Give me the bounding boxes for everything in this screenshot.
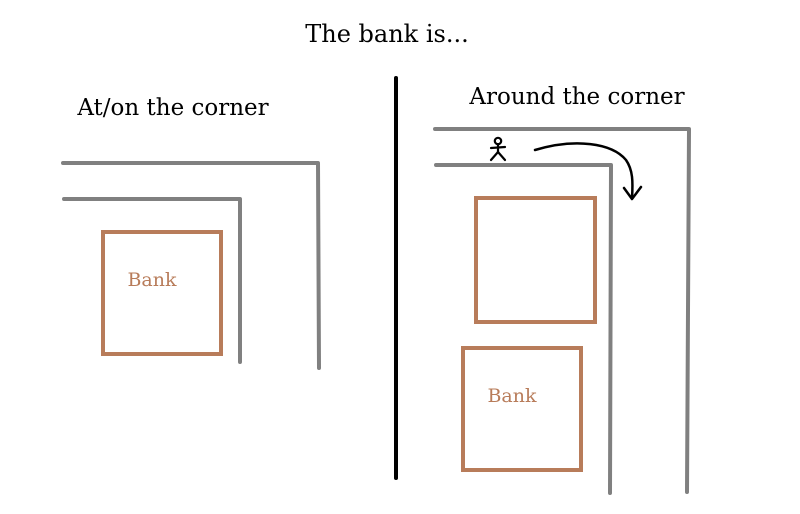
- left-road-inner-line: [62, 197, 242, 364]
- left-panel-heading: At/on the corner: [76, 95, 268, 121]
- right-panel-heading: Around the corner: [468, 84, 684, 110]
- right-road-outer-line: [433, 127, 691, 494]
- stick-figure-icon: [489, 136, 507, 162]
- right-bank-building: [461, 346, 583, 472]
- left-panel: At/on the corner Bank: [61, 95, 321, 370]
- right-road-inner-line: [434, 163, 613, 495]
- right-bank-label: Bank: [487, 385, 537, 407]
- diagram-title: The bank is...: [305, 20, 468, 48]
- left-road-outer-line: [61, 161, 321, 370]
- left-bank-building: [101, 230, 223, 356]
- left-bank-label: Bank: [127, 269, 177, 291]
- curved-arrow-icon: [533, 142, 643, 201]
- right-panel: Around the corner Bank: [433, 84, 691, 495]
- right-empty-building: [474, 196, 597, 324]
